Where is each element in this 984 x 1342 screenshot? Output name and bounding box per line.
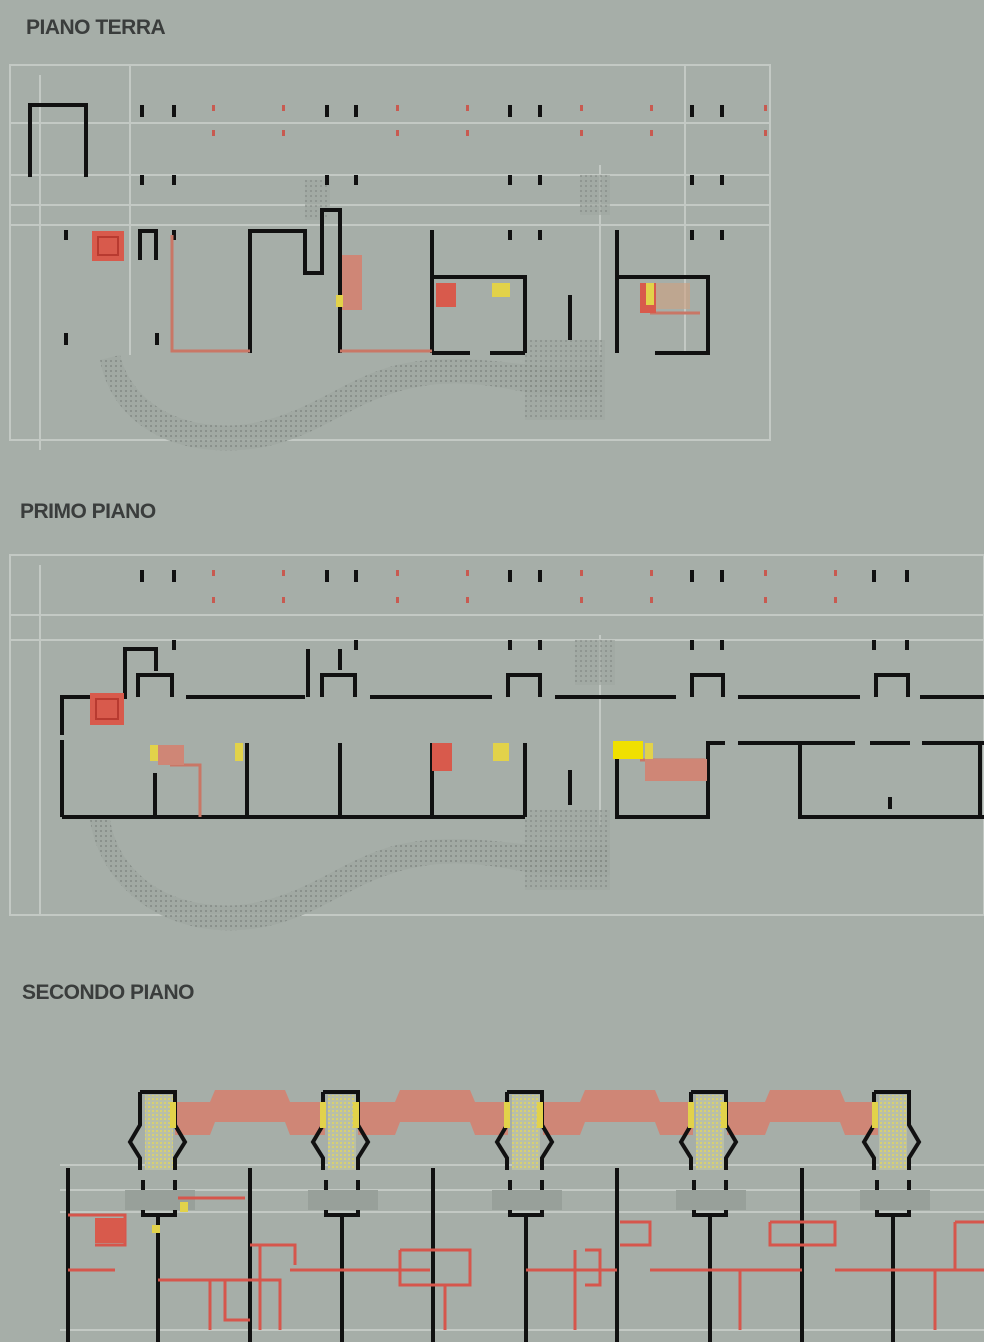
yellow-mark [645,743,653,759]
walls [60,647,984,819]
curved-walkway [100,355,600,451]
yellow-mark [336,295,343,307]
yellow-mark [150,745,158,761]
red-column-marks [212,105,767,136]
column-marks [140,570,909,809]
yellow-block [492,283,510,297]
yellow-mark [235,743,243,761]
stair-core-red-inner [97,236,119,256]
floor-plan-primo-piano [9,554,984,931]
red-block [432,743,452,771]
stair-hatch [575,640,615,685]
red-column-marks [212,570,837,603]
floor-plan-secondo-piano [60,1090,984,1342]
salmon-block [158,745,184,765]
stair-core-red [92,231,124,261]
curved-walkway [90,820,610,931]
stair-hatch [525,340,605,420]
bright-yellow-block [613,741,643,759]
walls [28,103,710,355]
stair-tower [494,1090,555,1217]
yellow-mark [152,1225,160,1233]
stair-core-red-inner [95,698,119,720]
stair-core-red [95,1218,125,1243]
salmon-corridor [543,1090,693,1135]
faint-structure [60,1164,984,1331]
floor-label-piano-terra: PIANO TERRA [26,16,166,39]
faint-structure [9,64,771,450]
salmon-corridor [175,1090,325,1135]
yellow-block [493,743,509,761]
yellow-mark [646,283,654,305]
salmon-corridor [358,1090,508,1135]
salmon-block [342,255,362,310]
walls [66,1168,895,1342]
column-marks [64,105,724,345]
stair-hatch [580,175,610,215]
salmon-block [656,283,690,309]
stair-hatch [525,810,610,890]
stair-hatch [305,180,330,220]
floor-label-primo-piano: PRIMO PIANO [20,500,156,523]
red-block [436,283,456,307]
salmon-block [645,759,707,781]
yellow-mark [180,1202,188,1212]
salmon-corridor [727,1090,878,1135]
red-outline [170,235,700,353]
landing-bars [125,1190,930,1210]
floor-label-secondo-piano: SECONDO PIANO [22,981,195,1004]
floor-plan-piano-terra [9,64,771,451]
